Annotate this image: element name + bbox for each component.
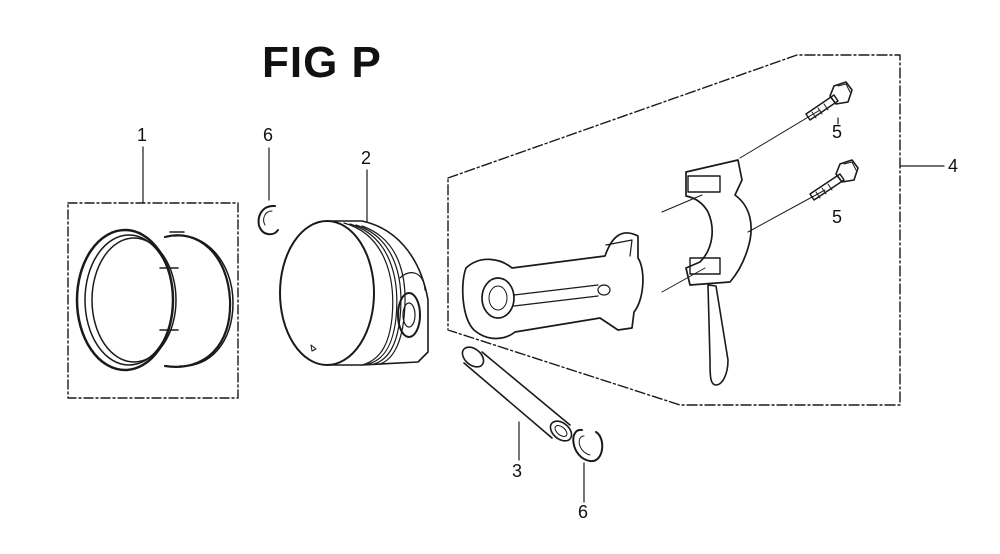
callout-6-upper: 6 <box>263 125 274 145</box>
rod-bolt-upper <box>805 81 853 121</box>
callout-4: 4 <box>948 156 959 176</box>
callout-1: 1 <box>137 125 148 145</box>
pin-clip-lower <box>572 429 604 463</box>
pin-clip-upper <box>257 204 279 236</box>
callout-5-lower: 5 <box>832 207 843 227</box>
callout-3: 3 <box>512 461 523 481</box>
rod-bolt-lower <box>809 159 859 201</box>
figure-title: FIG P <box>262 38 382 87</box>
callout-leaders <box>142 117 945 503</box>
piston-ring-set <box>67 202 239 399</box>
callout-6-lower: 6 <box>578 502 589 522</box>
callout-2: 2 <box>361 148 372 168</box>
piston-pin <box>461 346 573 442</box>
connecting-rod-assembly <box>447 54 901 406</box>
callout-5-upper: 5 <box>832 122 843 142</box>
piston <box>279 220 429 366</box>
